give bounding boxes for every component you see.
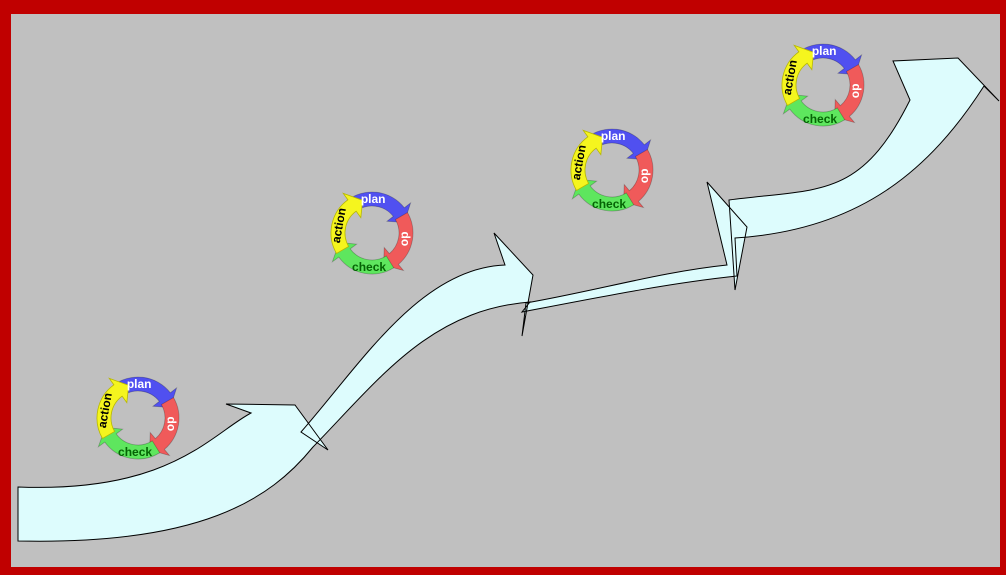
do-label: do: [849, 84, 863, 99]
do-label: do: [164, 417, 178, 432]
plan-arrow-segment: [586, 128, 652, 160]
action-label: action: [329, 207, 349, 244]
action-arrow-segment: [781, 44, 815, 107]
do-label: do: [398, 232, 412, 247]
check-label: check: [803, 112, 837, 126]
action-label: action: [780, 59, 800, 96]
plan-arrow-segment: [112, 376, 178, 408]
improvement-arrow: [17, 57, 1000, 542]
check-label: check: [118, 445, 152, 459]
plan-arrow-segment: [346, 191, 412, 223]
plan-label: plan: [127, 377, 152, 391]
action-arrow-segment: [96, 377, 130, 440]
plan-label: plan: [601, 129, 626, 143]
do-label: do: [638, 169, 652, 184]
plan-label: plan: [812, 44, 837, 58]
action-label: action: [95, 392, 115, 429]
check-label: check: [592, 197, 626, 211]
check-label: check: [352, 260, 386, 274]
action-arrow-segment: [330, 192, 364, 255]
action-arrow-segment: [570, 129, 604, 192]
plan-label: plan: [361, 192, 386, 206]
plan-arrow-segment: [797, 43, 863, 75]
action-label: action: [569, 144, 589, 181]
